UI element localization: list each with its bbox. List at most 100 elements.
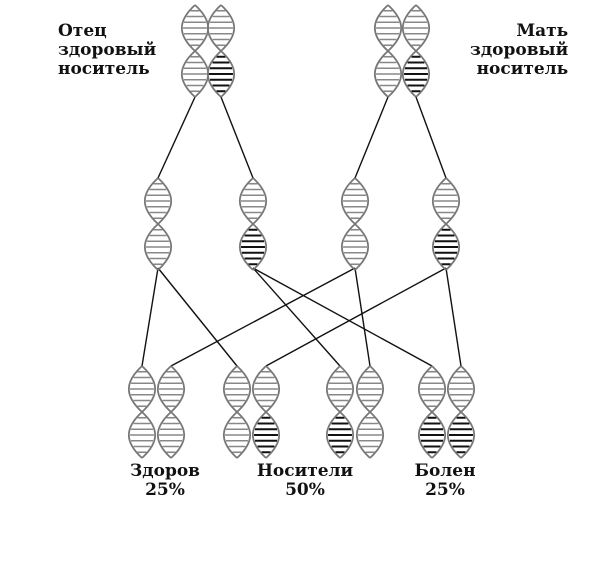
strand [127, 411, 143, 459]
strand [170, 365, 186, 413]
inheritance-line [354, 267, 371, 367]
strand [369, 365, 385, 413]
strand [387, 50, 403, 98]
strand [238, 177, 254, 225]
strand [251, 411, 267, 459]
strand [236, 365, 252, 413]
father-label-line: носитель [58, 59, 150, 79]
strand [206, 4, 222, 52]
inheritance-line [252, 267, 433, 367]
strand [431, 223, 447, 271]
child-chromosome [446, 365, 476, 459]
child-chromosome [222, 365, 252, 459]
strand [251, 365, 267, 413]
strand [236, 411, 252, 459]
strand [445, 177, 461, 225]
strand [143, 223, 159, 271]
strand [170, 411, 186, 459]
father-label-line: Отец [58, 21, 107, 41]
inheritance-line [415, 96, 447, 179]
father-chromosome [180, 4, 210, 98]
mother-chromosome [373, 4, 403, 98]
carrier-label: Носители 50% [245, 462, 365, 500]
carrier-title: Носители [256, 461, 354, 481]
inheritance-line [157, 267, 238, 367]
healthy-title: Здоров [130, 461, 200, 481]
inheritance-line [445, 267, 462, 367]
strand [340, 223, 356, 271]
healthy-label: Здоров 25% [115, 462, 215, 500]
inheritance-line [354, 96, 389, 179]
inheritance-line [265, 267, 447, 367]
child-chromosome [417, 365, 447, 459]
strand [401, 4, 417, 52]
strand [141, 411, 157, 459]
inheritance-line [220, 96, 254, 179]
strand [417, 365, 433, 413]
strand [127, 365, 143, 413]
mother-chromosome [401, 4, 431, 98]
strand [141, 365, 157, 413]
strand [373, 4, 389, 52]
strand [222, 411, 238, 459]
strand [417, 411, 433, 459]
strand [238, 223, 254, 271]
strand [339, 365, 355, 413]
sick-title: Болен [414, 461, 476, 481]
mother-label-line: Мать [516, 21, 569, 41]
strand [446, 365, 462, 413]
strand [339, 411, 355, 459]
strand [373, 50, 389, 98]
mother-label-line: носитель [476, 59, 569, 79]
inheritance-line [157, 96, 196, 179]
strand [325, 365, 341, 413]
strand [156, 411, 172, 459]
mother-label: Мать здоровый носитель [470, 22, 568, 79]
child-chromosome [355, 365, 385, 459]
child-chromosome [325, 365, 355, 459]
strand [265, 365, 281, 413]
strand [325, 411, 341, 459]
strand [355, 365, 371, 413]
child-chromosome [156, 365, 186, 459]
strand [431, 411, 447, 459]
strand [222, 365, 238, 413]
strand [206, 50, 222, 98]
strand [401, 50, 417, 98]
sick-label: Болен 25% [395, 462, 495, 500]
strand [252, 223, 268, 271]
strand [180, 4, 196, 52]
strand [265, 411, 281, 459]
strand [369, 411, 385, 459]
strand [354, 223, 370, 271]
mother-gamete [340, 177, 370, 271]
father-chromosome [206, 4, 236, 98]
inheritance-line [141, 267, 159, 367]
strand [340, 177, 356, 225]
strand [445, 223, 461, 271]
strand [157, 177, 173, 225]
strand [387, 4, 403, 52]
child-chromosome [251, 365, 281, 459]
strand [460, 365, 476, 413]
mother-gamete [431, 177, 461, 271]
strand [156, 365, 172, 413]
strand [354, 177, 370, 225]
mother-label-line: здоровый [470, 40, 569, 60]
father-label: Отец здоровый носитель [58, 22, 156, 79]
strand [431, 365, 447, 413]
strand [220, 50, 236, 98]
strand [180, 50, 196, 98]
father-gamete [238, 177, 268, 271]
strand [446, 411, 462, 459]
strand [220, 4, 236, 52]
strand [415, 50, 431, 98]
strand [157, 223, 173, 271]
inheritance-line [252, 267, 341, 367]
strand [431, 177, 447, 225]
strand [143, 177, 159, 225]
strand [460, 411, 476, 459]
sick-percent: 25% [425, 480, 465, 500]
